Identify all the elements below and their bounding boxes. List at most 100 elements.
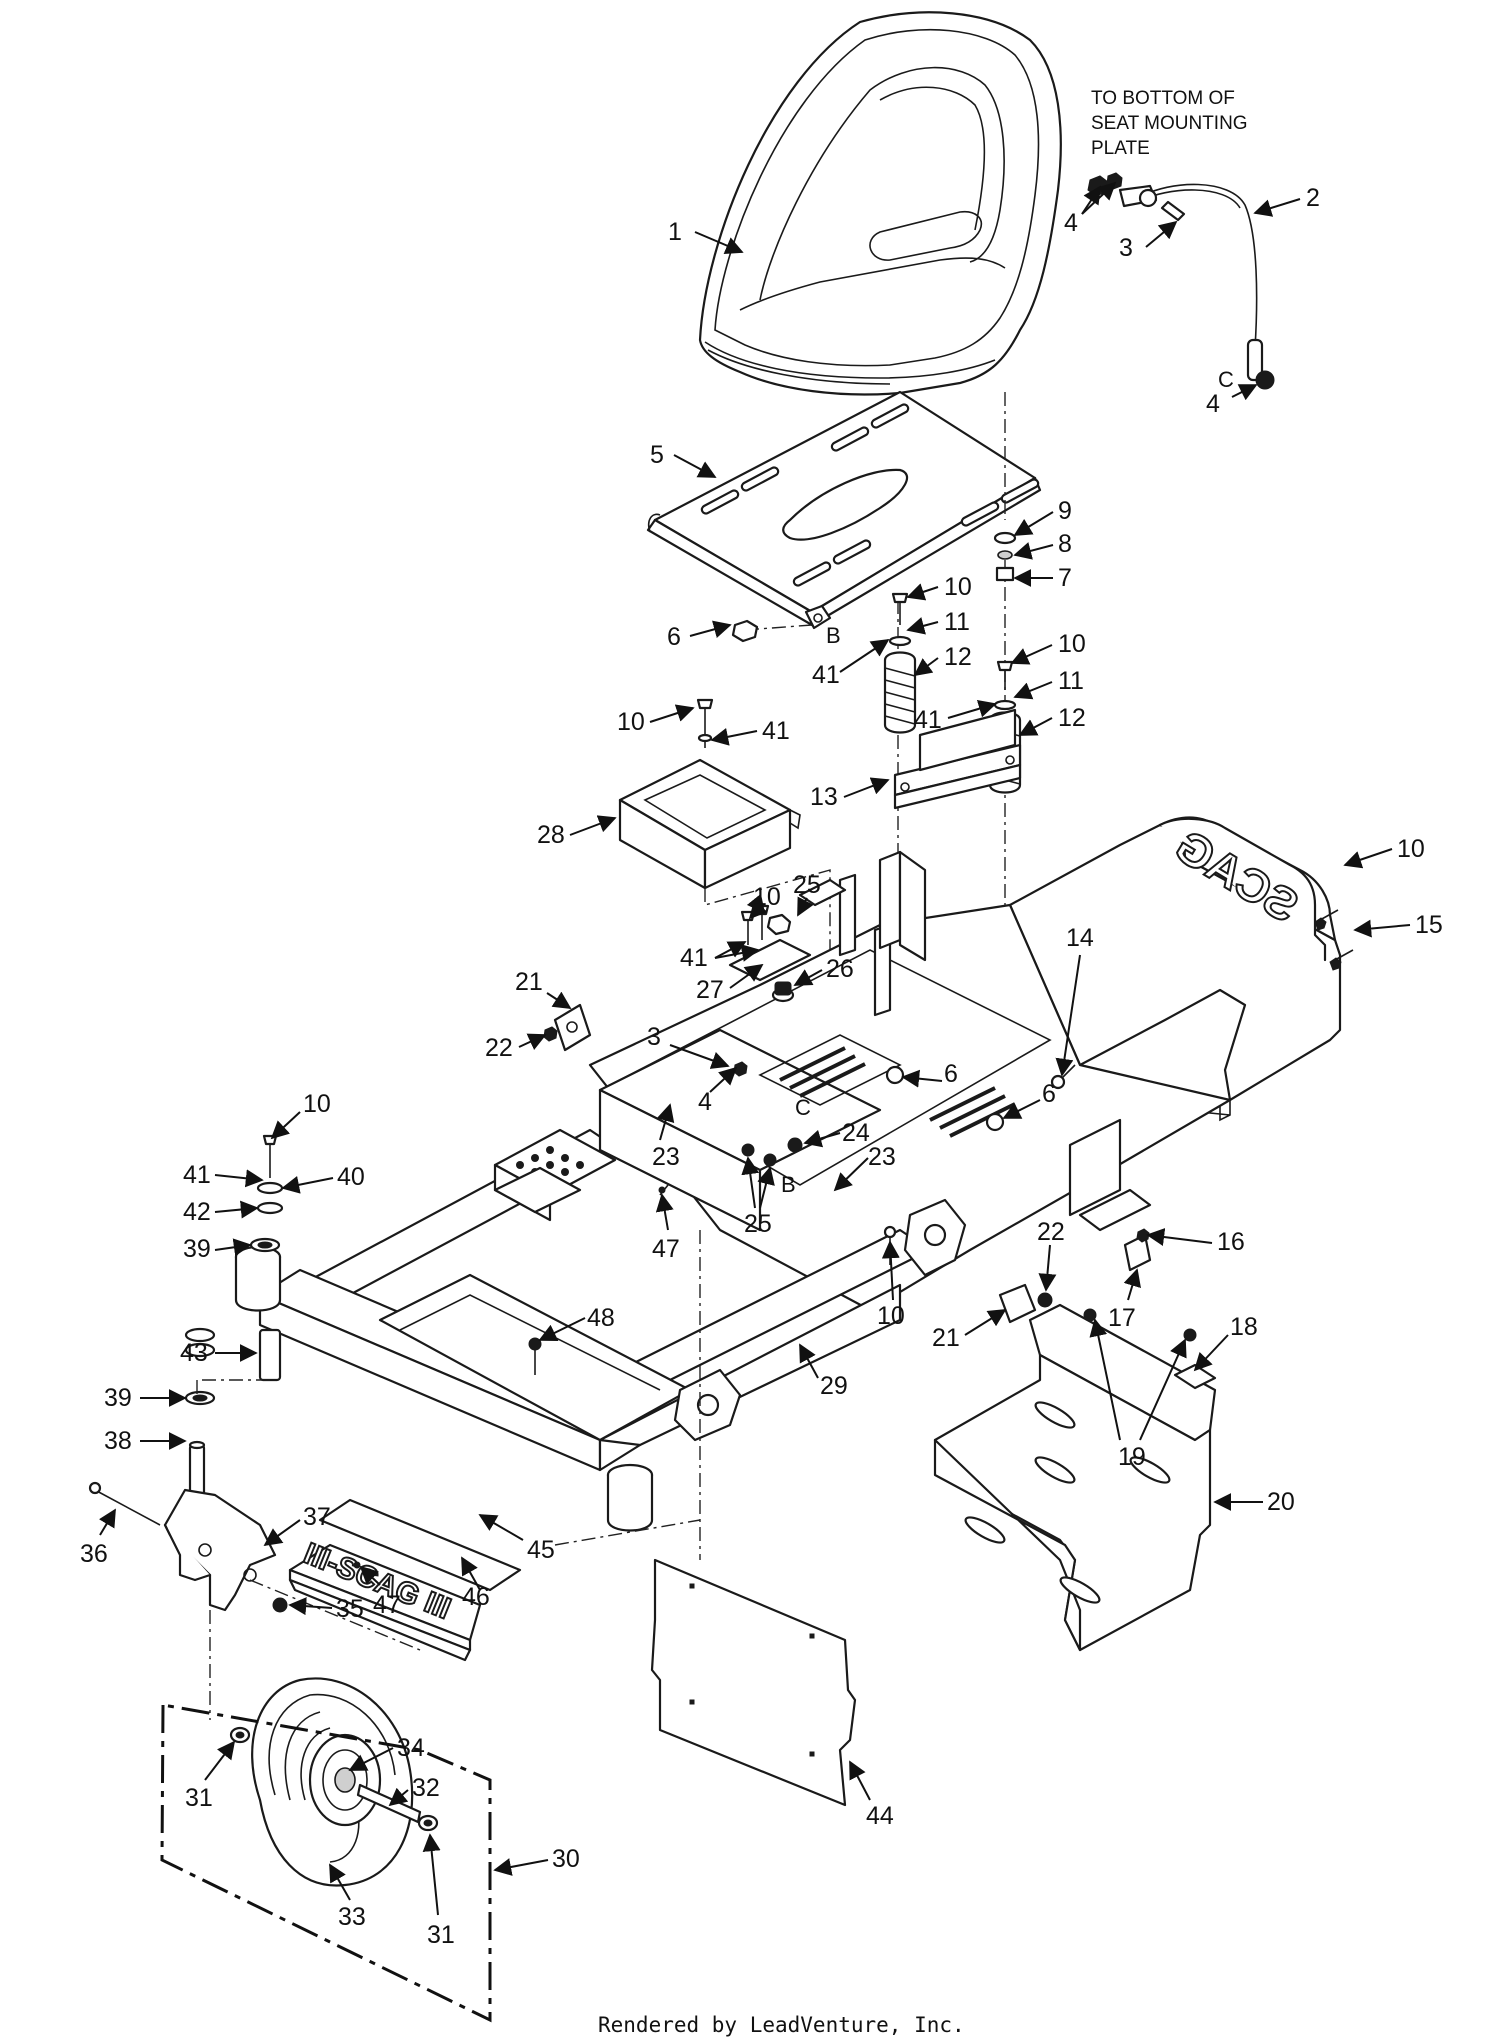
svg-text:12: 12 — [1058, 704, 1086, 732]
svg-text:25: 25 — [744, 1210, 772, 1238]
svg-text:39: 39 — [183, 1235, 211, 1263]
svg-text:34: 34 — [397, 1734, 425, 1762]
svg-text:36: 36 — [80, 1540, 108, 1568]
callout-10-frame-low: 10 — [877, 1240, 905, 1330]
svg-text:28: 28 — [537, 821, 565, 849]
callout-30: 30 — [493, 1845, 580, 1876]
svg-text:33: 33 — [338, 1903, 366, 1931]
svg-text:45: 45 — [527, 1536, 555, 1564]
engine-guard — [933, 1303, 1217, 1652]
svg-text:2: 2 — [1306, 184, 1320, 212]
callout-11-spring-left: 11 — [906, 608, 970, 636]
svg-text:38: 38 — [104, 1427, 132, 1455]
callout-13: 13 — [810, 777, 890, 811]
svg-text:1: 1 — [668, 218, 682, 246]
reference-letter-c: C — [1218, 367, 1234, 392]
callout-12-spring-left: 12 — [913, 643, 972, 677]
callout-11-spring-right: 11 — [1013, 667, 1084, 700]
svg-text:43: 43 — [180, 1339, 208, 1367]
callout-1: 1 — [668, 218, 744, 254]
seat-hardware — [731, 531, 1017, 643]
callout-15: 15 — [1353, 911, 1443, 939]
callout-9: 9 — [1013, 497, 1072, 536]
svg-text:10: 10 — [303, 1090, 331, 1118]
callout-4-frame: 4 — [698, 1066, 738, 1116]
callout-21-right: 21 — [932, 1309, 1007, 1352]
callout-24: 24 — [803, 1119, 870, 1148]
callout-42: 42 — [183, 1198, 259, 1226]
callout-26: 26 — [793, 955, 854, 986]
svg-text:23: 23 — [652, 1143, 680, 1171]
svg-text:3: 3 — [647, 1023, 661, 1051]
callout-31-left: 31 — [185, 1740, 236, 1812]
svg-text:21: 21 — [515, 968, 543, 996]
callout-39-upper: 39 — [183, 1235, 252, 1263]
spring-left — [883, 592, 917, 734]
callout-33: 33 — [329, 1863, 366, 1931]
svg-text:19: 19 — [1118, 1443, 1146, 1471]
svg-text:13: 13 — [810, 783, 838, 811]
svg-text:48: 48 — [587, 1304, 615, 1332]
svg-text:10: 10 — [617, 708, 645, 736]
callout-17: 17 — [1108, 1268, 1141, 1332]
callout-10-right-side: 10 — [1343, 835, 1425, 869]
callout-29: 29 — [799, 1343, 848, 1400]
callout-25-bottom: 25 — [741, 1156, 775, 1238]
svg-text:30: 30 — [552, 1845, 580, 1873]
svg-text:35: 35 — [336, 1595, 364, 1623]
svg-text:41: 41 — [762, 717, 790, 745]
callout-47-guard: 47 — [359, 1565, 401, 1619]
svg-text:41: 41 — [812, 661, 840, 689]
svg-text:10: 10 — [1397, 835, 1425, 863]
callouts: 1 2 3 4 4 5 6 7 8 9 10 11 12 41 10 11 12… — [80, 181, 1443, 1949]
svg-text:15: 15 — [1415, 911, 1443, 939]
callout-6: 6 — [667, 620, 732, 651]
callout-5: 5 — [650, 441, 717, 478]
rear-plate — [650, 1558, 857, 1807]
svg-text:41: 41 — [680, 944, 708, 972]
svg-text:4: 4 — [1064, 209, 1078, 237]
callout-8: 8 — [1013, 530, 1072, 560]
callout-41-spring-right: 41 — [914, 699, 997, 734]
note-line-2: SEAT MOUNTING — [1091, 113, 1248, 134]
callout-10-panel: 10 — [746, 883, 781, 920]
callout-32: 32 — [388, 1774, 440, 1807]
main-frame — [234, 816, 1342, 1532]
svg-text:41: 41 — [183, 1161, 211, 1189]
spring-bracket — [893, 708, 1022, 810]
svg-text:26: 26 — [826, 955, 854, 983]
callout-23-left: 23 — [652, 1103, 680, 1171]
callout-20: 20 — [1213, 1488, 1295, 1516]
svg-text:47: 47 — [373, 1591, 401, 1619]
reference-letter-b: B — [826, 623, 841, 648]
callout-27: 27 — [696, 963, 764, 1004]
callout-40: 40 — [281, 1163, 365, 1194]
callout-34: 34 — [348, 1734, 425, 1771]
callout-21-left: 21 — [515, 968, 572, 1009]
seat-support-tower — [798, 850, 927, 962]
callout-22-right: 22 — [1037, 1218, 1065, 1292]
svg-text:3: 3 — [1119, 234, 1133, 262]
footer-credit: Rendered by LeadVenture, Inc. — [598, 2013, 965, 2037]
svg-text:22: 22 — [1037, 1218, 1065, 1246]
svg-text:20: 20 — [1267, 1488, 1295, 1516]
svg-text:27: 27 — [696, 976, 724, 1004]
svg-text:18: 18 — [1230, 1313, 1258, 1341]
svg-text:6: 6 — [667, 623, 681, 651]
callout-2: 2 — [1253, 184, 1320, 217]
callout-48: 48 — [538, 1304, 615, 1341]
callout-45: 45 — [478, 1514, 555, 1564]
seat-switch-cable — [1087, 172, 1275, 390]
callout-10-spring-left: 10 — [906, 573, 972, 601]
callout-28: 28 — [537, 815, 617, 849]
svg-text:4: 4 — [698, 1088, 712, 1116]
svg-text:40: 40 — [337, 1163, 365, 1191]
storage-tray — [618, 698, 801, 890]
callout-31-right: 31 — [422, 1833, 455, 1949]
callout-41-spring-left: 41 — [812, 639, 890, 689]
callout-47-frame: 47 — [652, 1193, 680, 1263]
callout-19: 19 — [1089, 1318, 1187, 1471]
svg-text:22: 22 — [485, 1034, 513, 1062]
callout-23-right: 23 — [833, 1143, 896, 1192]
